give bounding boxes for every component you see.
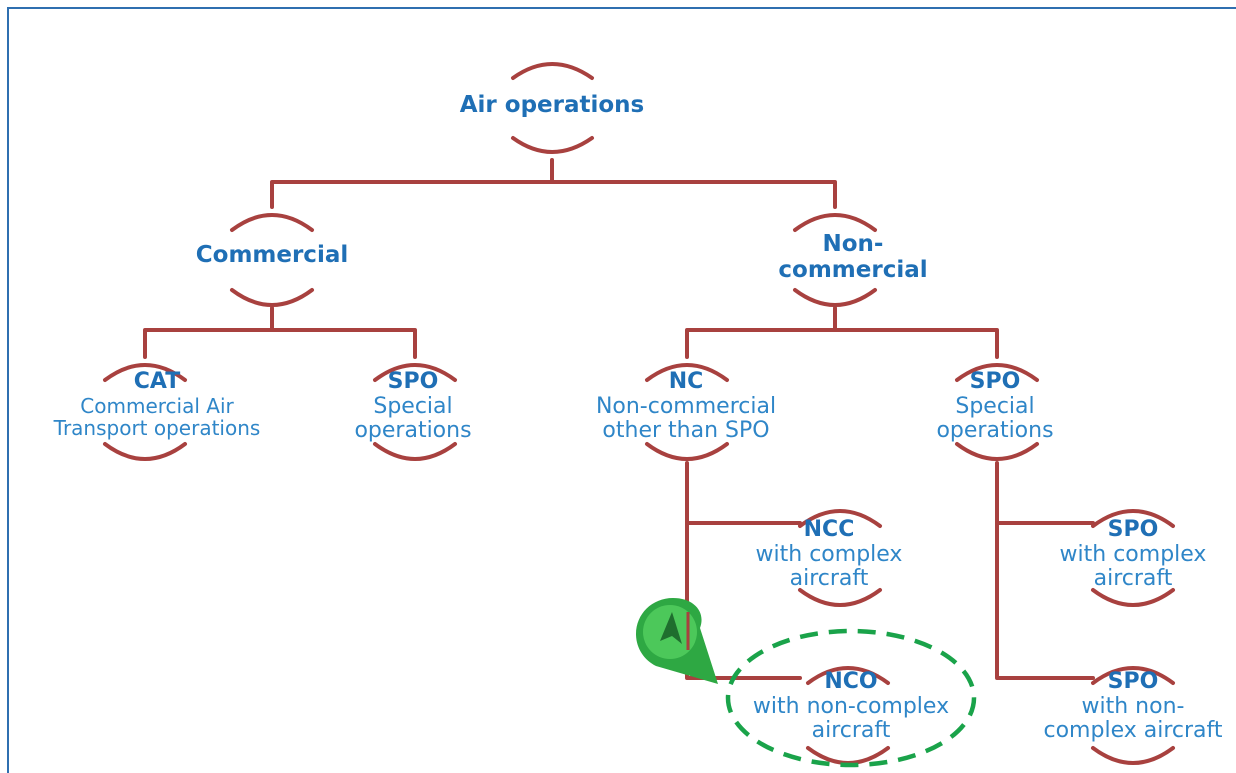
node-title: NCC (803, 517, 855, 542)
node-title: SPO (1107, 517, 1159, 542)
node-line2: complex aircraft (1043, 718, 1223, 744)
connector-noncommercial (685, 306, 999, 359)
node-spo-commercial: SPO Special operations (354, 369, 472, 444)
node-nc-bracket (645, 363, 729, 461)
node-noncommercial-bracket (793, 213, 877, 307)
node-title: SPO (1107, 669, 1159, 694)
node-line1: with complex (755, 541, 903, 567)
node-commercial-bracket (230, 213, 314, 307)
cursor-arrow-pin-icon (636, 598, 718, 684)
node-spo-noncommercial-bracket (955, 363, 1039, 461)
node-nc: NC Non-commercial other than SPO (595, 369, 777, 444)
node-ncc-bracket (798, 509, 882, 607)
nco-highlight-ellipse (725, 628, 977, 768)
node-line1: with complex (1059, 541, 1207, 567)
node-title: Air operations (459, 92, 645, 118)
node-air-operations-bracket (511, 62, 594, 154)
node-title: Commercial (195, 242, 349, 268)
connector-commercial (143, 306, 417, 359)
connector-root (270, 158, 837, 209)
node-line1: Non-commercial (595, 393, 777, 419)
node-spo-complex-bracket (1091, 509, 1175, 607)
node-spo-noncomplex-bracket (1091, 666, 1175, 765)
node-line1: Special (955, 393, 1035, 419)
node-nco: NCO with non-complex aircraft (752, 669, 950, 744)
node-title: SPO (387, 369, 439, 394)
node-spo-noncomplex: SPO with non- complex aircraft (1043, 669, 1223, 744)
node-ncc: NCC with complex aircraft (755, 517, 903, 592)
node-cat-bracket (103, 363, 187, 461)
node-line1: Special (373, 393, 453, 419)
node-title: NCO (824, 669, 878, 694)
node-title-line2: commercial (778, 256, 928, 283)
node-commercial: Commercial (195, 242, 349, 269)
node-title: NC (668, 369, 704, 394)
node-title-line1: Non- (822, 231, 884, 257)
node-cat: CAT Commercial Air Transport operations (53, 369, 261, 441)
connector-spo-noncommercial (995, 461, 1095, 680)
node-title: SPO (969, 369, 1021, 394)
node-title: CAT (133, 369, 181, 394)
diagram-border (7, 7, 1236, 773)
node-line1: with non- (1081, 693, 1185, 719)
node-line2: aircraft (1093, 566, 1173, 592)
node-spo-noncommercial: SPO Special operations (936, 369, 1054, 444)
node-line2: Transport operations (53, 416, 261, 441)
node-line1: Commercial Air (80, 393, 234, 418)
node-line2: aircraft (789, 566, 869, 592)
node-line2: other than SPO (602, 418, 770, 444)
node-line2: operations (936, 418, 1054, 444)
node-air-operations: Air operations (459, 92, 645, 119)
node-spo-complex: SPO with complex aircraft (1059, 517, 1207, 592)
node-line1: with non-complex (752, 693, 950, 719)
node-spo-commercial-bracket (373, 363, 457, 461)
node-line2: operations (354, 418, 472, 444)
node-line2: aircraft (811, 718, 891, 744)
node-noncommercial: Non- commercial (778, 231, 928, 284)
